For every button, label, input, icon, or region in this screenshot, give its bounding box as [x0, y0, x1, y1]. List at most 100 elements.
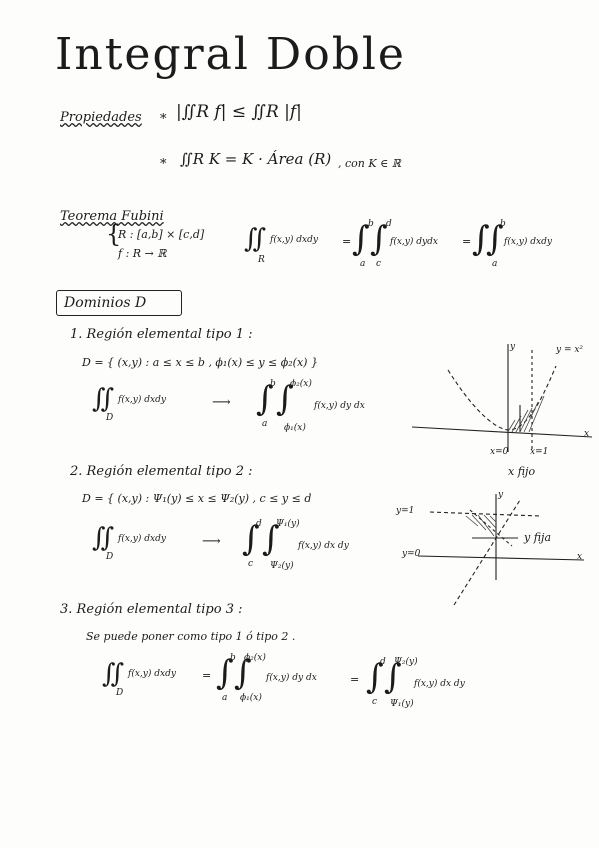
domains-heading: Dominios D: [64, 295, 147, 311]
type2-hatch: [489, 515, 497, 523]
type3-mid-upper-inner: ϕ₂(x): [244, 653, 266, 663]
type2-integral-outer: ∫: [242, 519, 260, 559]
fubini-lim-d: d: [386, 219, 392, 229]
type2-integral-lhs: f(x,y) dxdy: [118, 534, 166, 544]
type1-x-axis-label: x: [584, 429, 590, 439]
type3-heading: 3. Región elemental tipo 3 :: [60, 602, 243, 617]
fubini-heading: Teorema Fubini: [60, 209, 164, 224]
type2-x-axis-line: [417, 555, 585, 561]
type2-integrand: f(x,y) dx dy: [298, 541, 349, 551]
page-title: Integral Doble: [55, 29, 406, 80]
type3-eq-1: =: [202, 669, 212, 682]
type1-lower-inner: ϕ₁(x): [284, 423, 306, 433]
type1-integral-outer: ∫: [256, 379, 274, 419]
type1-hatch: [523, 401, 539, 433]
type3-eq-2: =: [350, 673, 360, 686]
type1-curve-label: y = x²: [556, 345, 584, 355]
type2-upper-inner: Ψ₁(y): [276, 519, 300, 529]
type1-double-integral: ∬: [92, 384, 115, 414]
properties-bullet-1: *: [160, 112, 167, 127]
type3-integral-lhs: f(x,y) dxdy: [128, 669, 176, 679]
type2-x-axis-label: x: [577, 552, 583, 562]
type3-mid-integral-outer: ∫: [216, 653, 234, 693]
type1-note: x fijo: [508, 465, 536, 478]
type3-note: Se puede poner como tipo 1 ó tipo 2 .: [86, 630, 296, 643]
type1-arrow: ⟶: [212, 395, 231, 410]
type1-y-axis-label: y: [510, 342, 516, 352]
type1-lower-outer: a: [262, 419, 268, 429]
type2-arrow: ⟶: [202, 534, 221, 549]
type1-definition: D = { (x,y) : a ≤ x ≤ b , ϕ₁(x) ≤ y ≤ ϕ₂…: [82, 356, 318, 369]
type3-rhs-upper-inner: Ψ₂(y): [394, 657, 418, 667]
fubini-integral-outer-1: ∫: [352, 219, 370, 259]
type3-rhs-integral-inner: ∫: [384, 657, 402, 697]
fubini-integral-outer-2: ∫: [472, 219, 490, 259]
fubini-lim-a: a: [360, 259, 366, 269]
type3-rhs-integral-outer: ∫: [366, 657, 384, 697]
type2-y0-label: y=0: [402, 549, 421, 559]
fubini-sub-r: R: [258, 255, 265, 265]
type1-integrand: f(x,y) dy dx: [314, 401, 365, 411]
type3-mid-integrand: f(x,y) dy dx: [266, 673, 317, 683]
type2-sub-d: D: [106, 552, 114, 562]
type3-rhs-integrand: f(x,y) dx dy: [414, 679, 465, 689]
type1-hatch: [528, 395, 545, 433]
type3-rhs-upper-outer: d: [380, 657, 386, 667]
type1-x1-label: x=1: [530, 447, 549, 457]
type1-sub-d: D: [106, 413, 114, 423]
type2-heading: 2. Región elemental tipo 2 :: [70, 464, 253, 479]
domains-box: [56, 290, 182, 316]
fubini-eq-2: =: [462, 235, 472, 248]
type1-x0-label: x=0: [490, 447, 509, 457]
type3-mid-lower-outer: a: [222, 693, 228, 703]
type2-integral-inner: ∫: [262, 519, 280, 559]
type2-hatch: [483, 514, 497, 529]
type2-note: y fija: [524, 531, 552, 544]
type1-parabola-curve: [447, 365, 557, 431]
fubini-integral-inner-1: ∫: [370, 219, 388, 259]
type1-hatch: [519, 407, 533, 433]
properties-bullet-2: *: [160, 157, 167, 172]
fubini-lim-b-2: b: [500, 219, 506, 229]
properties-condition: , con K ∈ ℝ: [338, 157, 401, 170]
fubini-rhs: f(x,y) dxdy: [504, 237, 552, 247]
type2-hatch: [471, 514, 487, 531]
type2-hatch: [465, 515, 479, 527]
type3-mid-lower-inner: ϕ₁(x): [240, 693, 262, 703]
type2-definition: D = { (x,y) : Ψ₁(y) ≤ x ≤ Ψ₂(y) , c ≤ y …: [82, 492, 312, 505]
fubini-condition-1: R : [a,b] × [c,d]: [118, 228, 205, 241]
type2-lower-outer: c: [248, 559, 254, 569]
fubini-double-integral-lhs: ∬: [244, 224, 267, 254]
type3-sub-d: D: [116, 688, 124, 698]
type2-right-curve: [469, 509, 513, 547]
type2-hatch: [477, 514, 495, 537]
type2-y-axis-label: y: [498, 490, 504, 500]
type1-hatch: [515, 409, 529, 433]
type1-hatch: [508, 419, 516, 431]
type1-x-axis-line: [411, 426, 593, 438]
type3-rhs-lower-outer: c: [372, 697, 378, 707]
fubini-lim-a-2: a: [492, 259, 498, 269]
type1-upper-inner: ϕ₂(x): [290, 379, 312, 389]
type3-double-integral: ∬: [102, 659, 125, 689]
type3-rhs-lower-inner: Ψ₁(y): [390, 699, 414, 709]
type1-integral-lhs: f(x,y) dxdy: [118, 395, 166, 405]
properties-line-2: ∬R K = K · Área (R): [180, 150, 332, 168]
type2-upper-outer: d: [256, 519, 262, 529]
fubini-mid: f(x,y) dydx: [390, 237, 438, 247]
type1-hatch: [511, 415, 522, 433]
properties-heading: Propiedades: [60, 110, 142, 125]
type1-integral-inner: ∫: [276, 379, 294, 419]
type1-upper-outer: b: [270, 379, 276, 389]
properties-line-1: |∬R f| ≤ ∬R |f|: [176, 102, 302, 122]
fubini-brace: {: [106, 220, 122, 248]
fubini-lim-b: b: [368, 219, 374, 229]
type2-y1-label: y=1: [396, 506, 415, 516]
fubini-lhs: f(x,y) dxdy: [270, 235, 318, 245]
type1-heading: 1. Región elemental tipo 1 :: [70, 327, 253, 342]
fubini-condition-2: f : R → ℝ: [118, 247, 167, 260]
type3-mid-upper-outer: b: [230, 653, 236, 663]
